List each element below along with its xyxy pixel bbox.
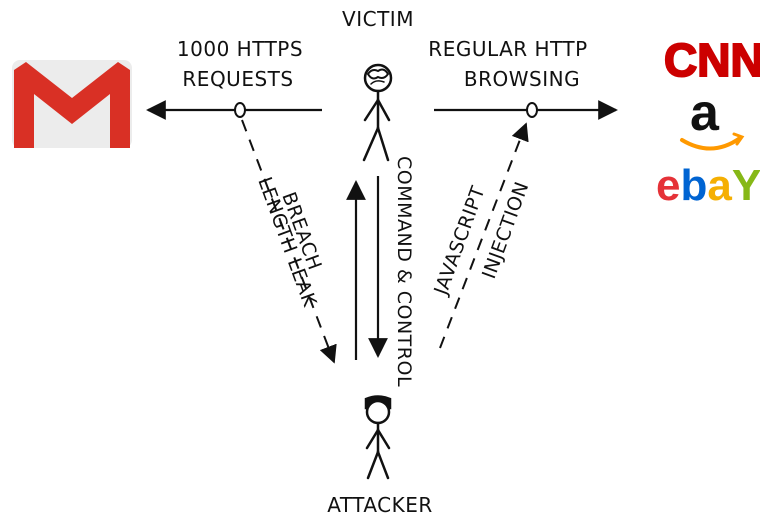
command-control-label: COMMAND & CONTROL [393,156,415,387]
amazon-smile-icon [680,136,742,151]
gmail-logo [12,60,132,148]
attacker-figure [364,395,392,480]
https-requests-label-line2: REQUESTS [182,67,293,91]
breach-leak-edge: BREACH LENGTH LEAK [241,119,337,364]
browsing-tap-point [526,102,538,118]
svg-text:ebaY: ebaY [656,161,760,210]
ebay-letter-a: a [707,161,732,210]
https-requests-label-line1: 1000 HTTPS [177,37,303,61]
ebay-logo: ebaY [656,161,760,210]
victim-figure [362,63,393,162]
ebay-letter-e: e [656,161,680,210]
gmail-m-shape [14,62,130,148]
regular-browsing-edge: REGULAR HTTP BROWSING [428,37,618,120]
https-tap-point [234,102,246,118]
regular-browsing-label-line2: BROWSING [464,67,580,91]
ebay-letter-y: Y [732,161,760,210]
attacker-label: ATTACKER [327,493,433,517]
command-control-edge: COMMAND & CONTROL [346,156,415,387]
amazon-logo: a [680,84,745,151]
ebay-letter-b: b [680,161,707,210]
cnn-logo: CNN [663,33,760,87]
https-requests-edge: 1000 HTTPS REQUESTS [146,37,322,120]
cnn-logo-text: CNN [664,34,760,86]
regular-browsing-label-line1: REGULAR HTTP [428,37,587,61]
amazon-logo-text: a [690,84,720,142]
js-injection-edge: JAVASCRIPT INJECTION [430,122,533,349]
victim-label: VICTIM [342,7,414,31]
